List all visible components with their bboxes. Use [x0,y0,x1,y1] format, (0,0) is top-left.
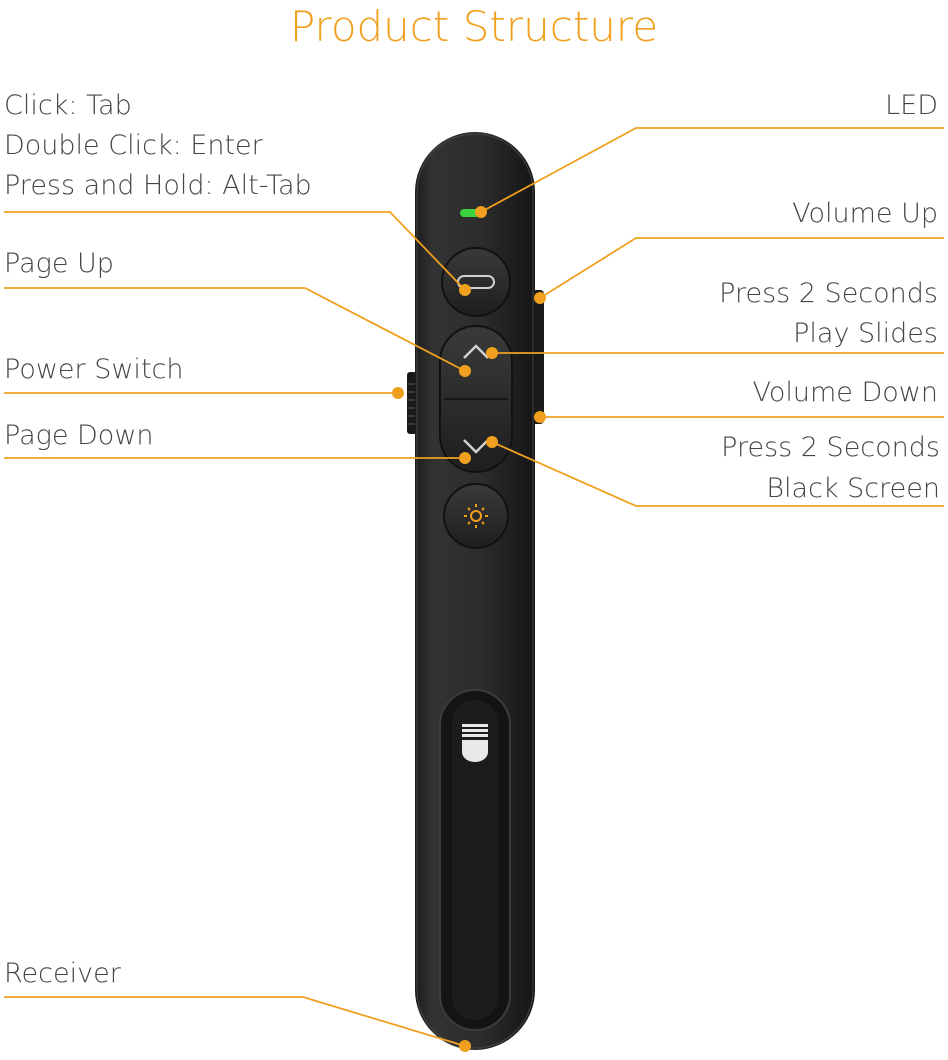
label-power-switch: Power Switch [4,354,184,385]
sun-icon [464,504,488,528]
label-page-down: Page Down [4,420,154,451]
label-led: LED [885,90,938,121]
chevron-up-icon [463,344,489,359]
label-play-seconds: Press 2 Seconds [719,278,938,309]
label-black-screen: Black Screen [766,473,940,504]
leader-dots [392,206,546,1052]
label-volume-up: Volume Up [792,198,938,229]
label-double-click: Double Click: Enter [4,130,263,161]
label-receiver: Receiver [4,958,121,989]
diagram-title: Product Structure [289,2,659,51]
black-screen-button[interactable] [443,483,509,549]
label-click-tab: Click: Tab [4,90,132,121]
chevron-down-icon [463,439,489,454]
label-press-hold: Press and Hold: Alt-Tab [4,170,312,201]
laser-icon [462,724,488,762]
label-page-up: Page Up [4,248,114,279]
power-switch[interactable] [407,372,417,434]
tab-button[interactable] [441,247,511,317]
label-black-seconds: Press 2 Seconds [721,432,940,463]
label-volume-down: Volume Down [752,377,938,408]
leader-lines [4,127,944,1047]
label-play-slides: Play Slides [793,318,938,349]
